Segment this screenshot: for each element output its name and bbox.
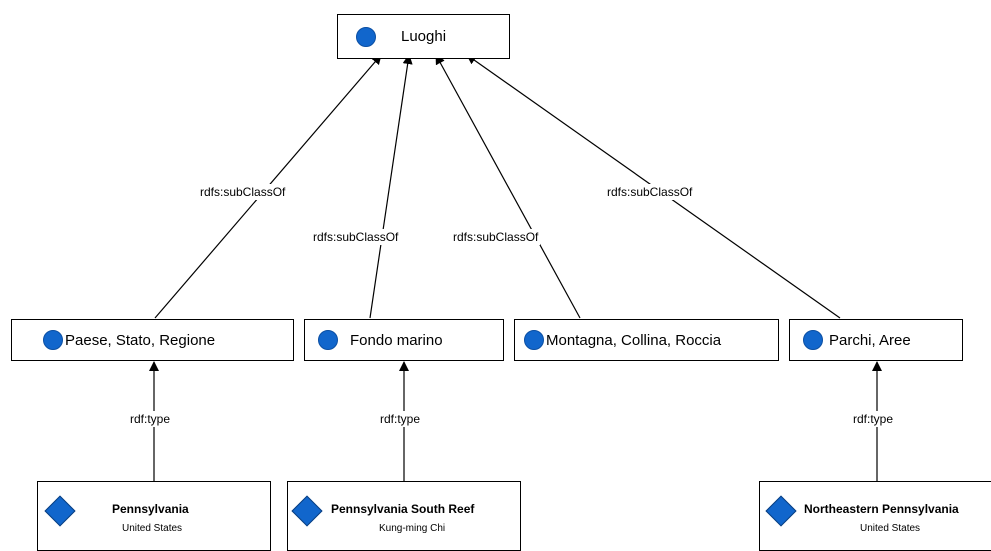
edge-label-subclass-2: rdfs:subClassOf xyxy=(311,229,401,245)
instance-subtitle: United States xyxy=(860,523,921,534)
instance-title: Pennsylvania South Reef xyxy=(331,502,475,516)
edge-label-type-2: rdf:type xyxy=(378,411,423,427)
edge-label-subclass-3: rdfs:subClassOf xyxy=(451,229,541,245)
edges-layer xyxy=(149,54,882,481)
instance-diamond-icon xyxy=(291,495,323,527)
class-node-paese[interactable]: Paese, Stato, Regione xyxy=(11,319,294,361)
instance-node-northeastern-pennsylvania[interactable]: Northeastern Pennsylvania United States xyxy=(759,481,991,551)
class-label-paese: Paese, Stato, Regione xyxy=(65,331,216,349)
class-node-parchi[interactable]: Parchi, Aree xyxy=(789,319,963,361)
edge-label-subclass-4: rdfs:subClassOf xyxy=(605,184,695,200)
instance-node-pennsylvania[interactable]: Pennsylvania United States xyxy=(37,481,271,551)
instance-subtitle: Kung-ming Chi xyxy=(379,523,446,534)
class-label-montagna: Montagna, Collina, Roccia xyxy=(546,331,722,349)
class-dot-icon xyxy=(356,26,376,47)
class-node-luoghi[interactable]: Luoghi xyxy=(337,14,510,59)
class-dot-icon xyxy=(803,330,823,350)
edge-label-type-1: rdf:type xyxy=(128,411,173,427)
edge-fondo-to-luoghi xyxy=(369,54,413,319)
instance-diamond-icon xyxy=(44,495,76,527)
ontology-diagram: Luoghi Paese, Stato, Regione Fondo marin… xyxy=(11,14,991,551)
edge-label-subclass-1: rdfs:subClassOf xyxy=(198,184,288,200)
edge-montagna-to-luoghi xyxy=(435,54,581,319)
edge-label-type-3: rdf:type xyxy=(851,411,896,427)
instance-title: Northeastern Pennsylvania xyxy=(804,502,959,516)
class-dot-icon xyxy=(43,330,63,350)
instance-diamond-icon xyxy=(765,495,797,527)
instance-subtitle: United States xyxy=(122,523,183,534)
class-node-montagna[interactable]: Montagna, Collina, Roccia xyxy=(514,319,779,361)
instance-title: Pennsylvania xyxy=(112,502,189,516)
class-dot-icon xyxy=(318,330,338,350)
class-label-luoghi: Luoghi xyxy=(401,28,447,45)
class-node-fondo-marino[interactable]: Fondo marino xyxy=(304,319,504,361)
class-dot-icon xyxy=(524,330,544,350)
instance-node-pennsylvania-south-reef[interactable]: Pennsylvania South Reef Kung-ming Chi xyxy=(287,481,521,551)
class-label-fondo-marino: Fondo marino xyxy=(350,331,443,349)
class-label-parchi: Parchi, Aree xyxy=(829,331,911,349)
